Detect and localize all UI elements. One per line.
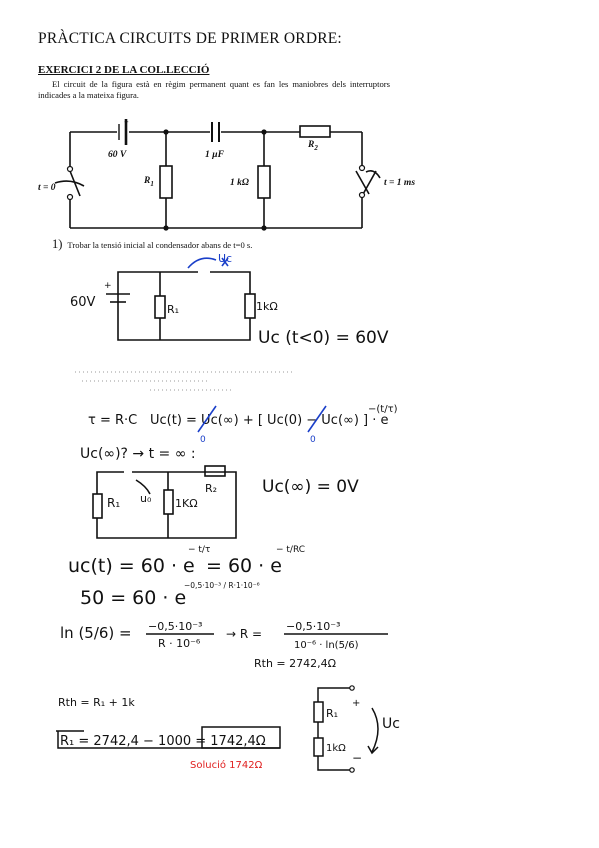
source-plus: + bbox=[124, 118, 129, 127]
hand-c1-plus: + bbox=[104, 281, 112, 291]
hand-r1-result: R₁ = 2742,4 − 1000 = 1742,4Ω bbox=[60, 734, 266, 749]
question-1: 1) Trobar la tensió inicial al condensad… bbox=[52, 237, 252, 252]
hand-decay-exp1: − t/τ bbox=[188, 545, 210, 555]
hand-eq50: 50 = 60 · e bbox=[80, 587, 186, 609]
hand-c2-r2: R₂ bbox=[205, 482, 217, 495]
hand-cancel-marks bbox=[197, 405, 327, 433]
hand-c3-minus: − bbox=[352, 751, 362, 765]
hand-c2-result: Uc(∞) = 0V bbox=[262, 477, 359, 497]
hand-c1-uc: Uc bbox=[218, 252, 232, 265]
hand-zero-1: 0 bbox=[200, 435, 206, 445]
hand-uct: Uc(t) = Uc(∞) + [ Uc(0) − Uc(∞) ] · e bbox=[150, 413, 389, 428]
r1k-label: 1 kΩ bbox=[230, 178, 249, 188]
scan-noise bbox=[75, 371, 295, 391]
hand-ln-den: R · 10⁻⁶ bbox=[158, 637, 201, 650]
question-text: Trobar la tensió inicial al condensador … bbox=[67, 240, 253, 250]
hand-decay: uc(t) = 60 · e bbox=[68, 555, 195, 577]
hand-r-num: −0,5·10⁻³ bbox=[286, 620, 340, 633]
hand-c3-r1k: 1kΩ bbox=[326, 743, 346, 754]
exercise-title: EXERCICI 2 DE LA COL.LECCIÓ bbox=[38, 64, 210, 76]
hand-uct-exp: −(t/τ) bbox=[368, 404, 398, 415]
hand-circuit-2 bbox=[92, 465, 237, 539]
hand-eq50-exp: −0,5·10⁻³ / R·1·10⁻⁶ bbox=[184, 581, 260, 590]
hand-circuit-3 bbox=[313, 687, 379, 771]
hand-c2-uo: u₀ bbox=[140, 492, 152, 505]
hand-rth-sum: Rth = R₁ + 1k bbox=[58, 696, 135, 709]
hand-ln-lhs: ln (5/6) = bbox=[60, 624, 132, 642]
hand-decay-exp2: − t/RC bbox=[276, 545, 305, 555]
hand-c3-uc: Uc bbox=[382, 716, 400, 732]
hand-rth-val: Rth = 2742,4Ω bbox=[254, 657, 336, 670]
hand-c1-result: Uc (t<0) = 60V bbox=[258, 328, 389, 348]
hand-c1-r1: R₁ bbox=[167, 303, 179, 316]
hand-tau: τ = R·C bbox=[88, 413, 137, 428]
page-title: PRÀCTICA CIRCUITS DE PRIMER ORDRE: bbox=[38, 30, 342, 47]
hand-c1-source: 60V bbox=[70, 295, 96, 310]
intro-paragraph: El circuit de la figura està en règim pe… bbox=[38, 79, 390, 100]
hand-ucinf-q: Uc(∞)? → t = ∞ : bbox=[80, 446, 196, 462]
hand-zero-2: 0 bbox=[310, 435, 316, 445]
hand-result-box bbox=[56, 726, 281, 749]
hand-c3-plus: + bbox=[352, 698, 360, 709]
r1-label: R1 bbox=[144, 176, 154, 188]
hand-decay-mid: = 60 · e bbox=[206, 555, 282, 577]
r2-label: R2 bbox=[308, 140, 318, 152]
hand-circuit-1 bbox=[106, 257, 256, 341]
switch1-label: t = 0 bbox=[38, 183, 56, 193]
hand-ln-num: −0,5·10⁻³ bbox=[148, 620, 202, 633]
hand-c1-r1k: 1kΩ bbox=[256, 300, 278, 313]
source-label: 60 V bbox=[108, 150, 127, 160]
hand-c2-r1: R₁ bbox=[107, 496, 120, 510]
switch2-label: t = 1 ms bbox=[384, 178, 416, 188]
hand-r-eq: → R = bbox=[226, 627, 262, 641]
capacitor-label: 1 µF bbox=[205, 150, 224, 160]
hand-r-den: 10⁻⁶ · ln(5/6) bbox=[294, 640, 359, 651]
question-number: 1) bbox=[52, 237, 63, 251]
hand-c2-r1k: 1KΩ bbox=[175, 497, 198, 510]
hand-c3-r1: R₁ bbox=[326, 707, 338, 720]
hand-solution: Solució 1742Ω bbox=[190, 759, 263, 771]
